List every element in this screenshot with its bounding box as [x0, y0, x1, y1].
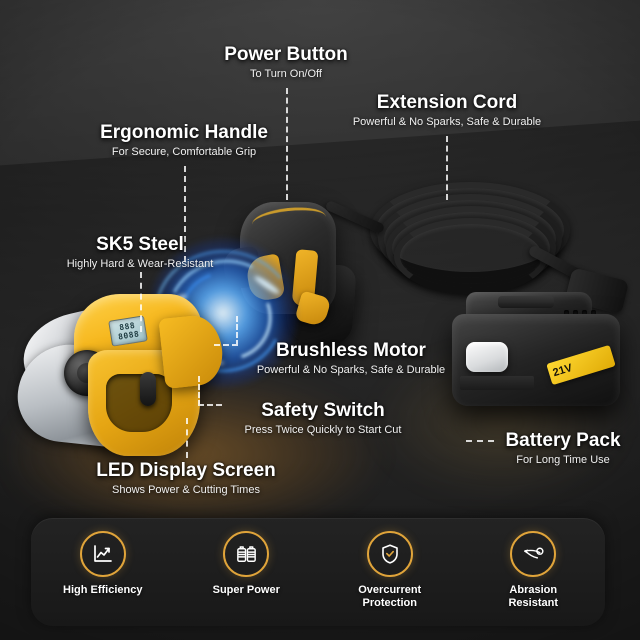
extension-cord-image [324, 168, 630, 318]
callout-subtitle: For Secure, Comfortable Grip [111, 146, 257, 159]
feature-label: Super Power [212, 584, 280, 596]
callout-subtitle: Press Twice Quickly to Start Cut [244, 424, 402, 437]
feature-label: Overcurrent Protection [358, 584, 422, 610]
feature-high-efficiency[interactable]: High Efficiency [38, 531, 168, 597]
callout-subtitle: Powerful & No Sparks, Safe & Durable [256, 364, 446, 377]
pruning-shear-image: 888 8088 [12, 288, 242, 478]
callout-title: Battery Pack [505, 430, 621, 451]
callout-subtitle: Shows Power & Cutting Times [112, 484, 260, 497]
callout-title: SK5 Steel [96, 234, 184, 255]
callout-power-button: Power Button To Turn On/Off [186, 44, 386, 81]
feature-overcurrent-protection[interactable]: Overcurrent Protection [325, 531, 455, 611]
blade-icon [510, 531, 557, 577]
callout-battery-pack: Battery Pack For Long Time Use [488, 430, 638, 467]
battery-release-button [466, 342, 508, 372]
feature-super-power[interactable]: Super Power [181, 531, 311, 597]
callout-title: Ergonomic Handle [100, 122, 268, 143]
callout-safety-switch: Safety Switch Press Twice Quickly to Sta… [216, 400, 430, 437]
callout-ergonomic-handle: Ergonomic Handle For Secure, Comfortable… [72, 122, 296, 159]
callout-subtitle: Highly Hard & Wear-Resistant [66, 258, 214, 271]
callout-title: LED Display Screen [96, 460, 276, 481]
battery-pack-image: 21V [452, 292, 630, 412]
callout-title: Extension Cord [376, 92, 518, 113]
callout-title: Brushless Motor [276, 340, 426, 361]
feature-bar: High Efficiency Super Power [31, 518, 605, 626]
callout-led-display: LED Display Screen Shows Power & Cutting… [78, 460, 294, 497]
callout-extension-cord: Extension Cord Powerful & No Sparks, Saf… [336, 92, 558, 129]
line-chart-icon [79, 531, 126, 577]
safety-switch-trigger [140, 372, 156, 406]
feature-label: Abrasion Resistant [508, 584, 559, 610]
callout-title: Power Button [224, 44, 348, 65]
motor-housing-image [221, 198, 358, 347]
callout-subtitle: To Turn On/Off [250, 68, 322, 81]
feature-abrasion-resistant[interactable]: Abrasion Resistant [468, 531, 598, 611]
lcd-line-2: 8088 [117, 328, 140, 342]
shield-check-icon [366, 531, 413, 577]
callout-brushless-motor: Brushless Motor Powerful & No Sparks, Sa… [234, 340, 468, 377]
feature-label: High Efficiency [63, 584, 143, 596]
callout-subtitle: For Long Time Use [516, 454, 610, 467]
callout-title: Safety Switch [261, 400, 385, 421]
callout-sk5-steel: SK5 Steel Highly Hard & Wear-Resistant [14, 234, 266, 271]
battery-power-icon [223, 531, 270, 577]
led-display-screen: 888 8088 [108, 315, 148, 347]
callout-subtitle: Powerful & No Sparks, Safe & Durable [352, 116, 542, 129]
battery-voltage-text: 21V [551, 361, 574, 379]
